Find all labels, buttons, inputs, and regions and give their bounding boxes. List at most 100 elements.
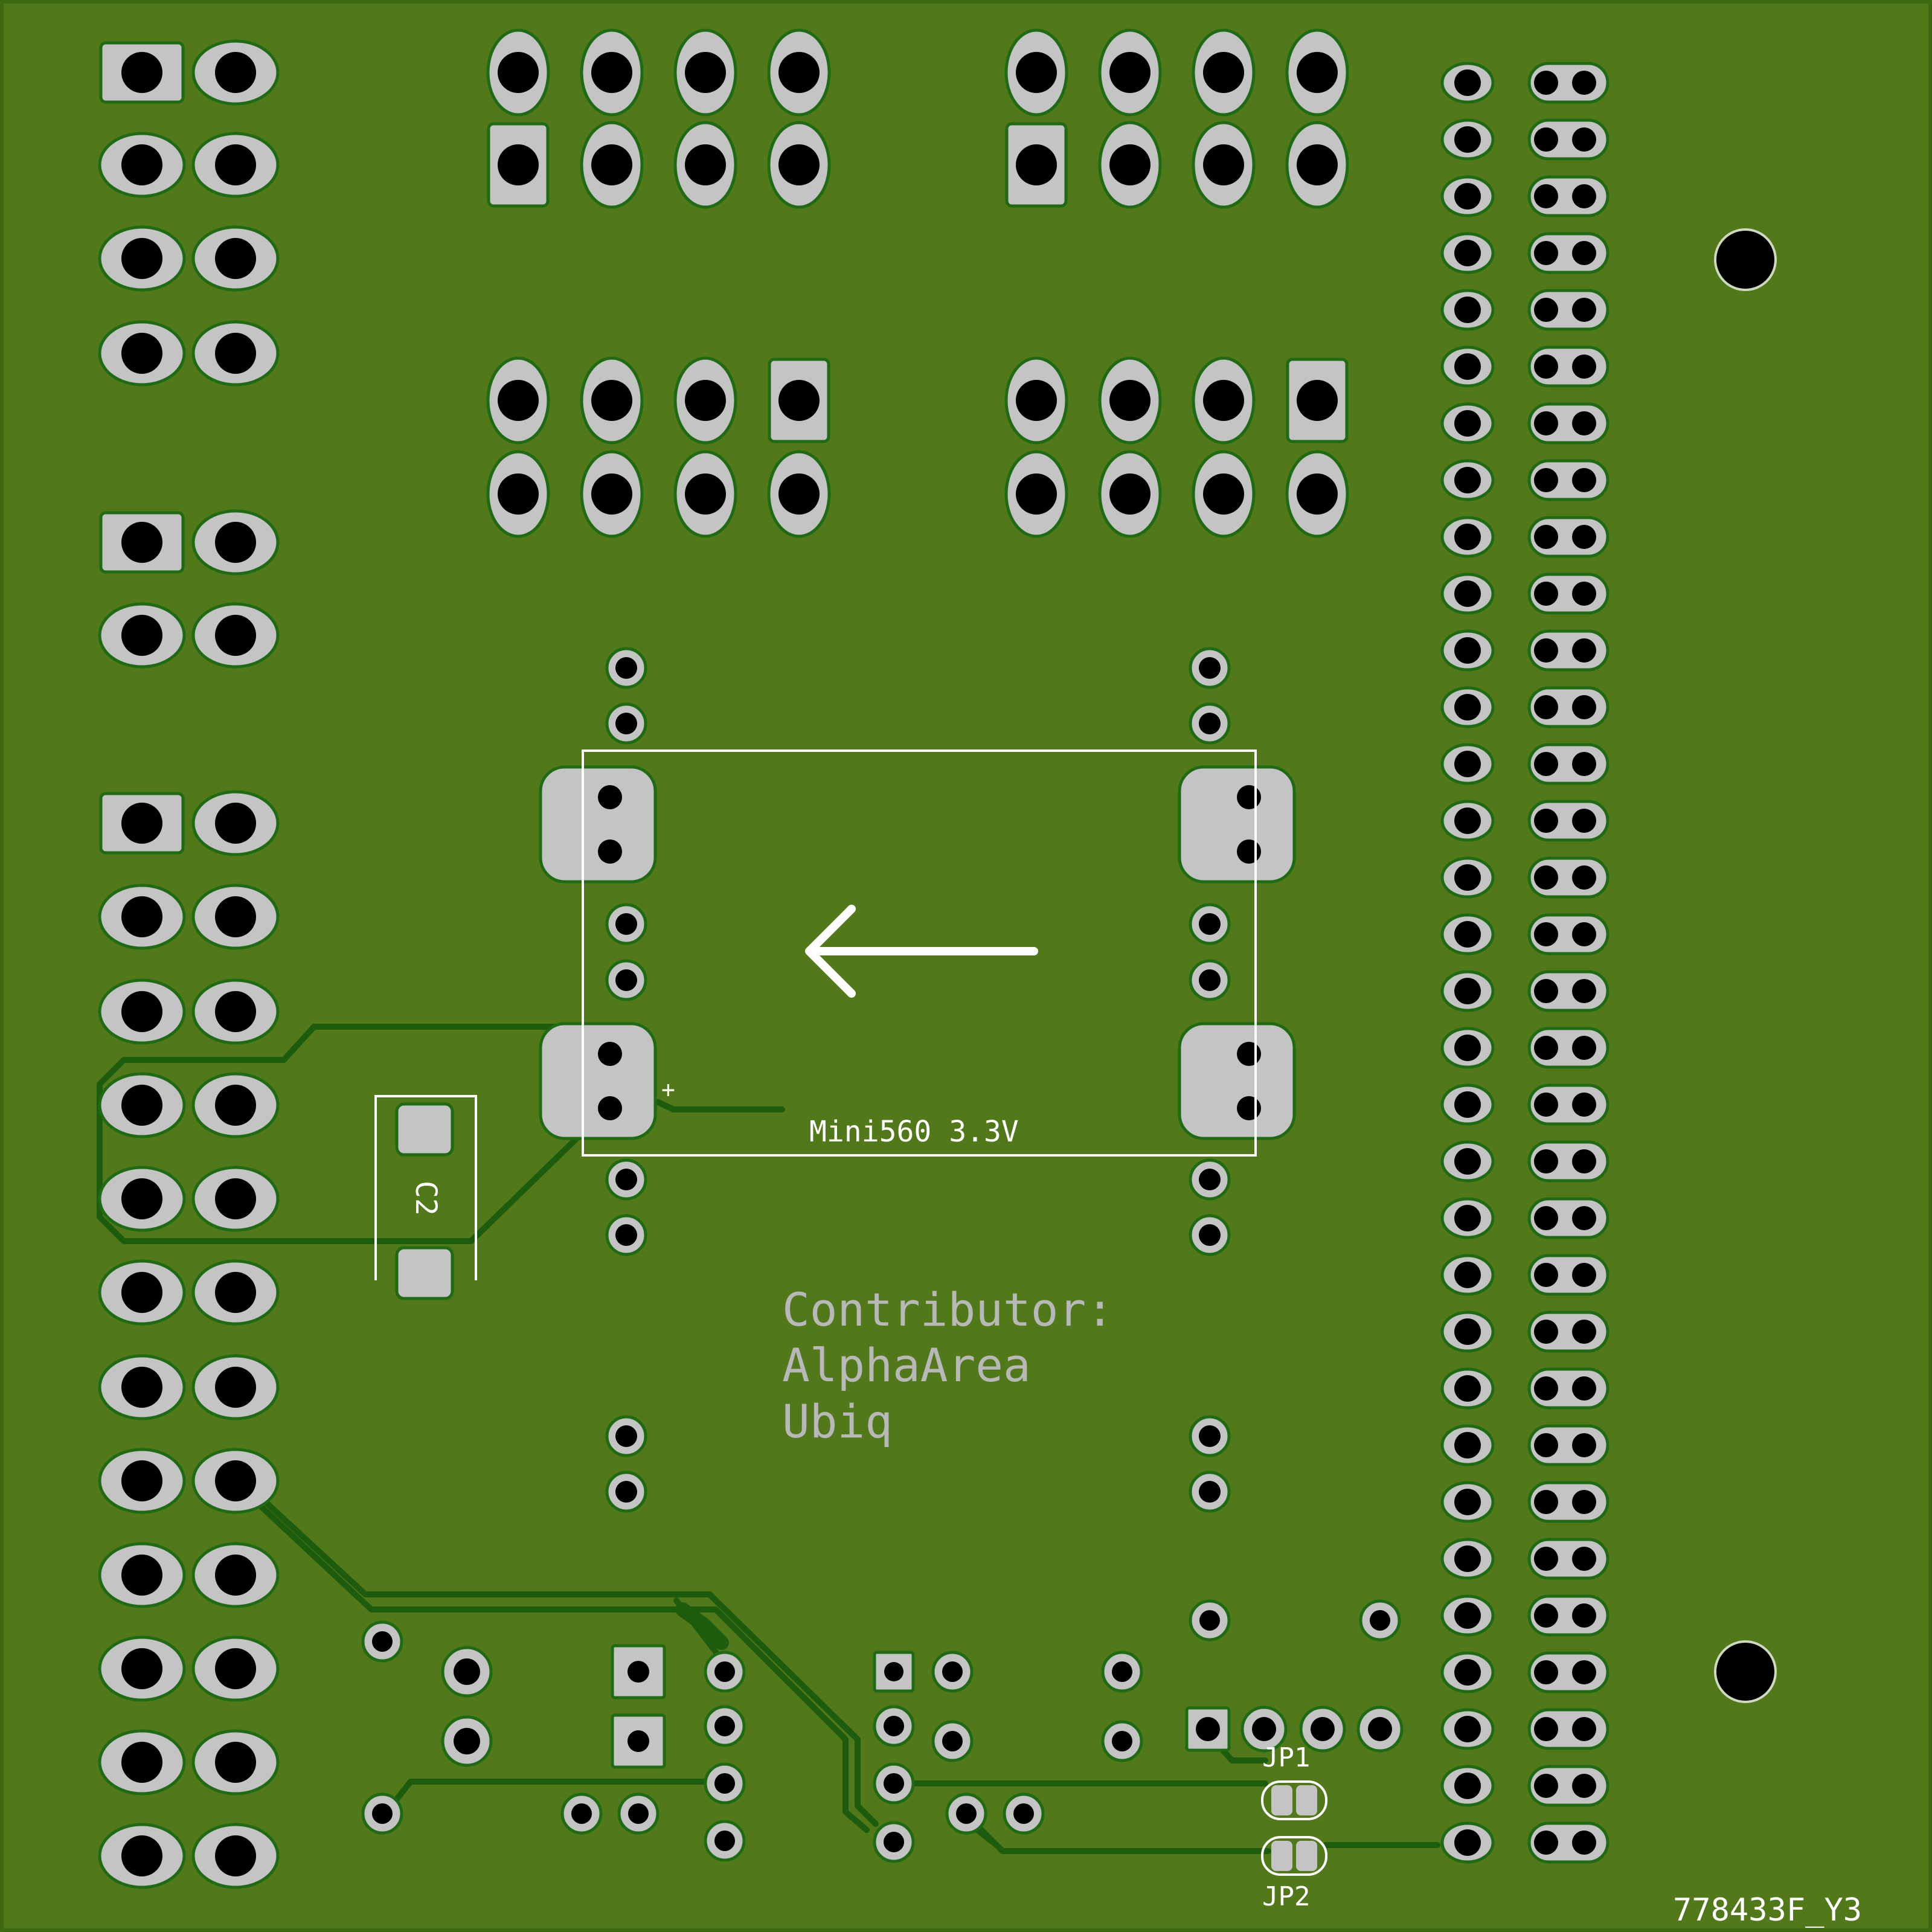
- drill-hole: [498, 473, 539, 515]
- drill-hole: [615, 969, 637, 991]
- drill-hole: [1016, 473, 1057, 515]
- drill-hole: [1199, 969, 1221, 991]
- drill-hole: [1016, 52, 1057, 93]
- drill-hole: [215, 238, 256, 279]
- drill-hole: [215, 896, 256, 937]
- drill-hole: [1534, 1433, 1558, 1457]
- drill-hole: [215, 1460, 256, 1501]
- drill-hole: [215, 1272, 256, 1313]
- drill-hole: [1534, 1320, 1558, 1344]
- drill-hole: [1203, 473, 1244, 515]
- drill-hole: [1572, 1433, 1596, 1457]
- drill-hole: [121, 1460, 162, 1501]
- drill-hole: [1534, 922, 1558, 946]
- drill-hole: [615, 713, 637, 734]
- drill-hole: [121, 1555, 162, 1596]
- drill-hole: [215, 1555, 256, 1596]
- drill-hole: [1199, 657, 1221, 679]
- drill-hole: [215, 144, 256, 185]
- drill-hole: [1370, 1610, 1390, 1631]
- pads-layer: [98, 28, 1777, 1889]
- drill-hole: [1572, 127, 1596, 152]
- drill-hole: [1454, 126, 1481, 153]
- drill-hole: [1572, 1547, 1596, 1571]
- drill-hole: [215, 1742, 256, 1783]
- drill-hole: [1454, 1091, 1481, 1118]
- module-pad: [539, 1022, 657, 1140]
- drill-hole: [1534, 695, 1558, 719]
- drill-hole: [1534, 809, 1558, 833]
- drill-hole: [1454, 1375, 1481, 1402]
- drill-hole: [778, 473, 820, 515]
- drill-hole: [778, 52, 820, 93]
- drill-hole: [1534, 979, 1558, 1003]
- drill-hole: [1572, 1206, 1596, 1230]
- drill-hole: [1572, 1263, 1596, 1287]
- drill-hole: [1199, 1425, 1221, 1447]
- drill-hole: [1252, 1717, 1276, 1741]
- drill-hole: [1454, 1829, 1481, 1856]
- drill-hole: [1572, 411, 1596, 435]
- drill-hole: [1534, 752, 1558, 776]
- module-pad: [1178, 765, 1296, 884]
- drill-hole: [1572, 298, 1596, 322]
- drill-hole: [627, 1661, 649, 1683]
- drill-hole: [215, 991, 256, 1032]
- drill-hole: [1013, 1803, 1034, 1824]
- drill-hole: [372, 1631, 393, 1652]
- drill-hole: [215, 1178, 256, 1219]
- square-pad: [395, 1246, 454, 1300]
- drill-hole: [1454, 183, 1481, 210]
- drill-hole: [1572, 638, 1596, 663]
- drill-hole: [1454, 1262, 1481, 1288]
- drill-hole: [1454, 1659, 1481, 1686]
- drill-hole: [1572, 1490, 1596, 1514]
- drill-hole: [1109, 144, 1151, 185]
- module-pad: [539, 765, 657, 884]
- drill-hole: [1454, 1148, 1481, 1175]
- drill-hole: [591, 52, 632, 93]
- drill-hole: [1534, 241, 1558, 265]
- drill-hole: [1534, 127, 1558, 152]
- drill-hole: [1534, 1717, 1558, 1741]
- drill-hole: [627, 1730, 649, 1752]
- drill-hole: [1534, 1831, 1558, 1855]
- module-label: Mini560 3.3V: [809, 1115, 1019, 1149]
- drill-hole: [591, 144, 632, 185]
- jumper-pad: [1296, 1841, 1317, 1871]
- trace-bottom-a: [233, 1480, 870, 1833]
- drill-hole: [1454, 353, 1481, 380]
- drill-hole: [571, 1803, 592, 1824]
- drill-hole: [215, 1835, 256, 1876]
- drill-hole: [215, 333, 256, 374]
- plus-marker: +: [661, 1076, 675, 1103]
- drill-hole: [215, 1367, 256, 1408]
- drill-hole: [215, 1648, 256, 1689]
- drill-hole: [1572, 184, 1596, 208]
- drill-hole: [121, 238, 162, 279]
- drill-hole: [1454, 580, 1481, 607]
- silkscreen-layer: [374, 749, 1327, 1876]
- drill-hole: [1199, 1169, 1221, 1190]
- drill-hole: [778, 380, 820, 421]
- trace-left-loop: [97, 1024, 601, 1244]
- drill-hole: [1237, 1042, 1261, 1066]
- drill-hole: [121, 1367, 162, 1408]
- drill-hole: [615, 913, 637, 935]
- drill-hole: [121, 522, 162, 563]
- drill-hole: [598, 1042, 622, 1066]
- drill-hole: [1203, 380, 1244, 421]
- drill-hole: [1534, 468, 1558, 492]
- drill-hole: [1109, 52, 1151, 93]
- drill-hole: [1199, 1224, 1221, 1246]
- drill-hole: [1237, 839, 1261, 864]
- drill-hole: [1534, 1263, 1558, 1287]
- drill-hole: [1534, 1149, 1558, 1173]
- drill-hole: [1534, 1376, 1558, 1401]
- drill-hole: [598, 785, 622, 809]
- copper-traces: [97, 1024, 1440, 1854]
- drill-hole: [1237, 1096, 1261, 1120]
- drill-hole: [1534, 1490, 1558, 1514]
- drill-hole: [1297, 473, 1338, 515]
